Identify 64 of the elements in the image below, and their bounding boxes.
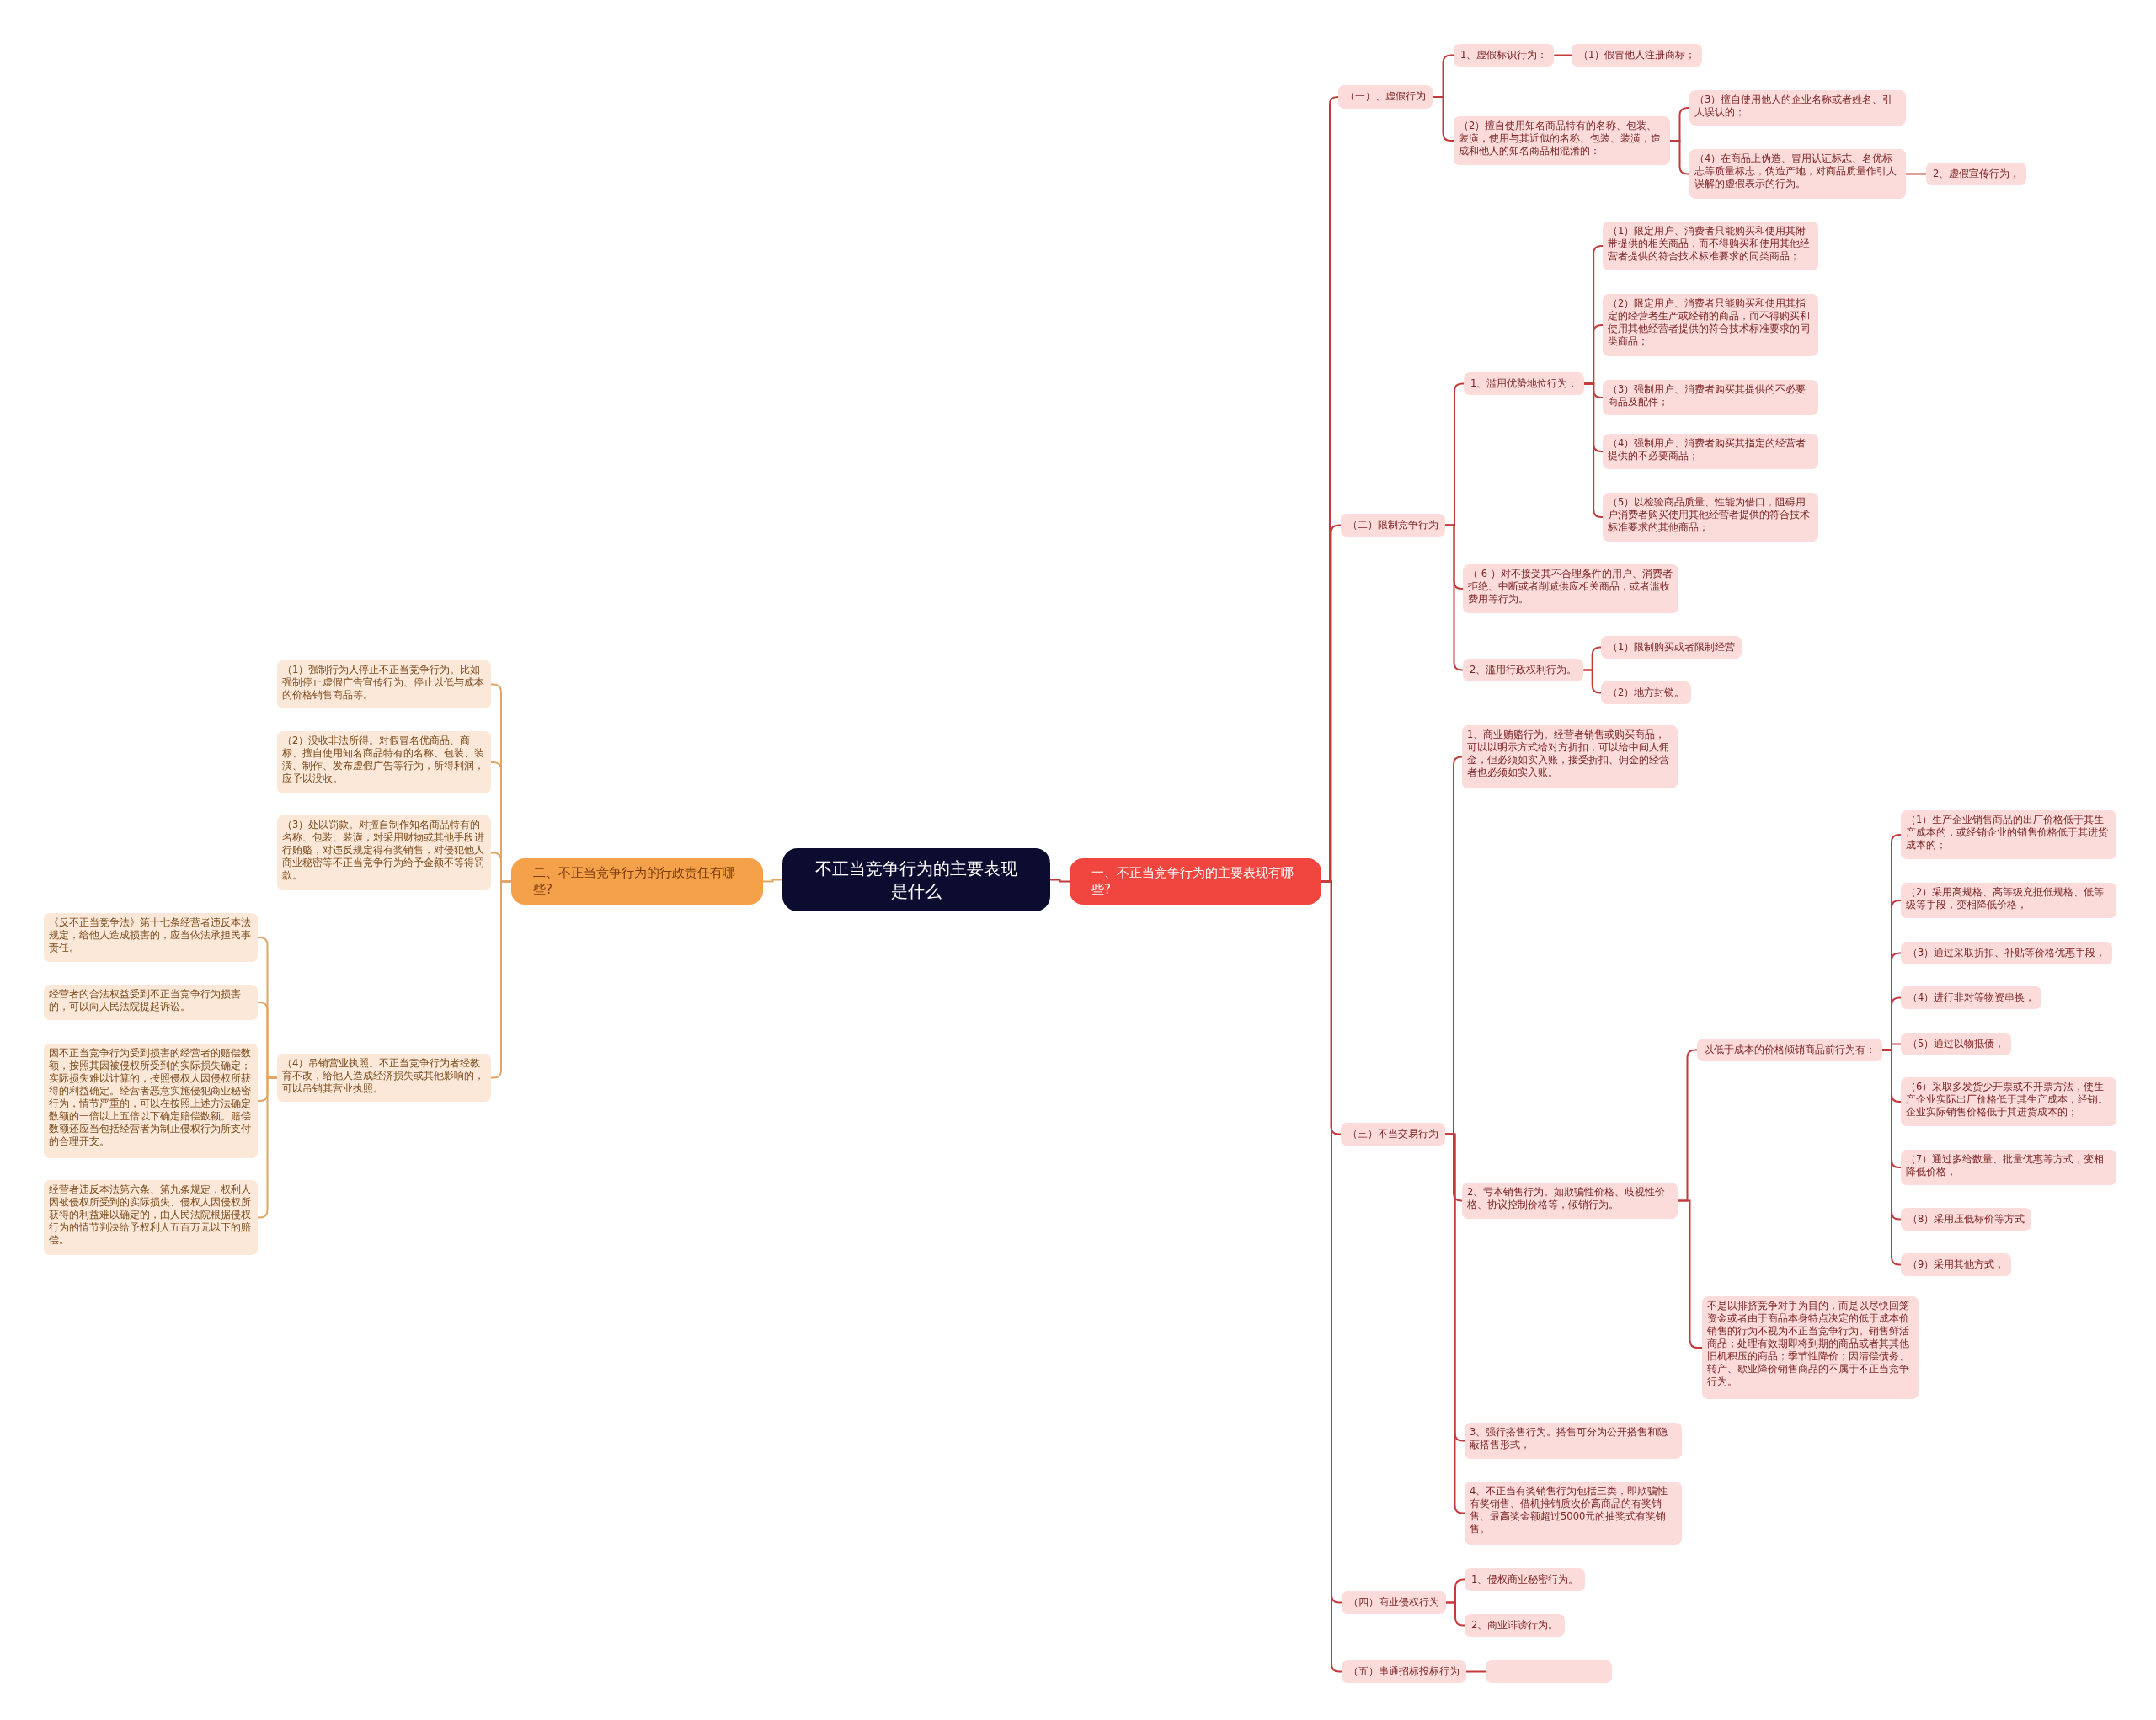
connector-line <box>1465 1670 1486 1673</box>
connector-line <box>1669 140 1690 175</box>
topic-box: （1）假冒他人注册商标； <box>1572 44 1703 67</box>
topic-box: 不是以排挤竞争对手为目的，而是以尽快回笼资金或者由于商品本身特点决定的低于成本价销售的行为不视为不正当竞争行为。销售鲜活商品；处理有效期即将到期的商品或者其其他旧机积压的商品；季节性降价；因清偿债务、转产、歇业降价销售商品的不属于不正当竞争行为。 <box>1702 1296 1919 1399</box>
topic-box: （一）、虚假行为 <box>1338 85 1433 109</box>
connector-line <box>490 880 512 1079</box>
topic-box: 《反不正当竞争法》第十七条经营者违反本法规定，给他人造成损害的，应当依法承担民事责任。 <box>44 913 258 962</box>
topic-box: （5）以检验商品质量、性能为借口，阻碍用户消费者购买使用其他经营者提供的符合技术标准要求的其他商品； <box>1603 493 1818 542</box>
topic-box: （3）擅自使用他人的企业名称或者姓名、引人误认的； <box>1689 90 1906 126</box>
topic-box: （2）没收非法所得。对假冒名优商品、商标、擅自使用知名商品特有的名称、包装、装潢、制作、发布虚假广告等行为，所得利润，应予以没收。 <box>277 731 491 793</box>
topic-box: （1）生产企业销售商品的出厂价格低于其生产成本的，或经销企业的销售价格低于其进货成本的； <box>1901 810 2116 859</box>
main-topic: 一、不正当竞争行为的主要表现有哪些? <box>1070 858 1321 905</box>
connector-line <box>1444 524 1464 671</box>
connector-line <box>1445 1601 1465 1627</box>
topic-box: （五）串通招标投标行为 <box>1342 1660 1466 1683</box>
topic-box: （7）通过多给数量、批量优惠等方式，变相降低价格， <box>1901 1150 2116 1185</box>
topic-box: （1）限制购买或者限制经营 <box>1601 636 1742 659</box>
topic-box: （四）商业侵权行为 <box>1342 1591 1446 1614</box>
topic-box: （3）通过采取折扣、补贴等价格优惠手段， <box>1901 942 2113 964</box>
topic-box: 4、不正当有奖销售行为包括三类，即欺骗性有奖销售、借机推销质次价高商品的有奖销售、最高奖金额超过5000元的抽奖式有奖销售。 <box>1465 1482 1682 1545</box>
connector-line <box>1444 1133 1465 1514</box>
empty-box <box>1486 1660 1612 1683</box>
topic-box: （2）擅自使用知名商品特有的名称、包装、装潢，使用与其近似的名称、包装、装潢，造成和他人的知名商品相混淆的： <box>1454 116 1670 165</box>
connector-line <box>1553 54 1572 56</box>
connector-line <box>1905 173 1927 175</box>
topic-box: （4）在商品上伪造、冒用认证标志、名优标志等质量标志，伪造产地，对商品质量作引人误解的虚假表示的行为。 <box>1689 149 1906 199</box>
connector-line <box>1582 669 1602 694</box>
topic-box: （4）强制用户、消费者购买其指定的经营者提供的不必要商品； <box>1603 434 1818 469</box>
connector-line <box>1583 382 1604 518</box>
topic-box: （三）不当交易行为 <box>1341 1123 1445 1146</box>
connector-line <box>1432 96 1454 142</box>
central-topic: 不正当竞争行为的主要表现是什么 <box>782 848 1050 911</box>
topic-box: 2、商业诽谤行为。 <box>1465 1614 1566 1637</box>
topic-box: （9）采用其他方式， <box>1901 1253 2012 1276</box>
topic-box: 2、滥用行政权利行为。 <box>1463 659 1584 681</box>
topic-box: （2）采用高规格、高等级充抵低规格、低等级等手段，变相降低价格， <box>1901 883 2116 918</box>
topic-box: 1、虚假标识行为： <box>1454 44 1555 67</box>
topic-box: 2、虚假宣传行为， <box>1926 163 2027 185</box>
topic-box: 经营者违反本法第六条、第九条规定，权利人因被侵权所受到的实际损失、侵权人因侵权所获得的利益难以确定的，由人民法院根据侵权行为的情节判决给予权利人五百万元以下的赔偿。 <box>44 1180 258 1255</box>
topic-box: （2）地方封锁。 <box>1601 681 1692 704</box>
topic-box: （3）处以罚款。对擅自制作知名商品特有的名称、包装、装潢，对采用财物或其他手段进行贿赂，对违反规定得有奖销售，对侵犯他人商业秘密等不正当竞争行为给予金额不等得罚款。 <box>277 815 491 890</box>
topic-box: （8）采用压低标价等方式 <box>1901 1208 2032 1231</box>
connector-line <box>1049 879 1070 883</box>
connector-line <box>762 879 783 883</box>
topic-box: （5）通过以物抵债， <box>1901 1033 2012 1055</box>
topic-box: （2）限定用户、消费者只能购买和使用其指定的经营者生产或经销的商品，而不得购买和使用其他经营者提供的符合技术标准要求的同类商品； <box>1603 294 1818 356</box>
main-topic: 二、不正当竞争行为的行政责任有哪些? <box>511 858 763 905</box>
topic-box: （1）限定用户、消费者只能购买和使用其附带提供的相关商品，而不得购买和使用其他经营者提供的符合技术标准要求的同类商品； <box>1603 222 1818 270</box>
topic-box: 经营者的合法权益受到不正当竞争行为损害的，可以向人民法院提起诉讼。 <box>44 985 258 1020</box>
topic-box: 1、侵权商业秘密行为。 <box>1465 1568 1586 1591</box>
topic-box: （4）吊销营业执照。不正当竞争行为者经教育不改，给他人造成经济损失或其他影响的，可以吊销其营业执照。 <box>277 1054 491 1102</box>
topic-box: （ 6 ）对不接受其不合理条件的用户、消费者拒绝、中断或者削减供应相关商品，或者滥收费用等行为。 <box>1463 564 1678 613</box>
topic-box: （二）限制竞争行为 <box>1341 514 1445 537</box>
topic-box: 1、滥用优势地位行为： <box>1464 372 1585 395</box>
topic-box: 3、强行搭售行为。搭售可分为公开搭售和隐蔽搭售形式， <box>1465 1423 1682 1459</box>
topic-box: 以低于成本的价格倾销商品前行为有： <box>1697 1039 1882 1061</box>
topic-box: （3）强制用户、消费者购买其提供的不必要商品及配件； <box>1603 380 1818 415</box>
topic-box: （4）进行非对等物资串换， <box>1901 986 2042 1009</box>
topic-box: 1、商业贿赂行为。经营者销售或购买商品，可以以明示方式给对方折扣，可以给中间人佣金，但必须如实入账，接受折扣、佣金的经营者也必须如实入账。 <box>1462 725 1678 788</box>
topic-box: 2、亏本销售行为。如欺骗性价格、歧视性价格、协议控制价格等，倾销行为。 <box>1462 1183 1678 1219</box>
topic-box: （1）强制行为人停止不正当竞争行为。比如强制停止虚假广告宣传行为、停止以低与成本的价格销售商品等。 <box>277 660 491 708</box>
connector-line <box>257 1076 278 1219</box>
topic-box: 因不正当竞争行为受到损害的经营者的赔偿数额，按照其因被侵权所受到的实际损失确定；实际损失难以计算的，按照侵权人因侵权所获得的利益确定。经营者恶意实施侵犯商业秘密行为，情节严重的，可以在按照上述方法确定数额的一倍以上五倍以下确定赔偿数额。赔偿数额还应当包括经营者为制止侵权行为所支付的合理开支。 <box>44 1044 258 1158</box>
topic-box: （6）采取多发货少开票或不开票方法，使生产企业实际出厂价格低于其生产成本，经销。企业实际销售价格低于其进货成本的； <box>1901 1077 2116 1126</box>
